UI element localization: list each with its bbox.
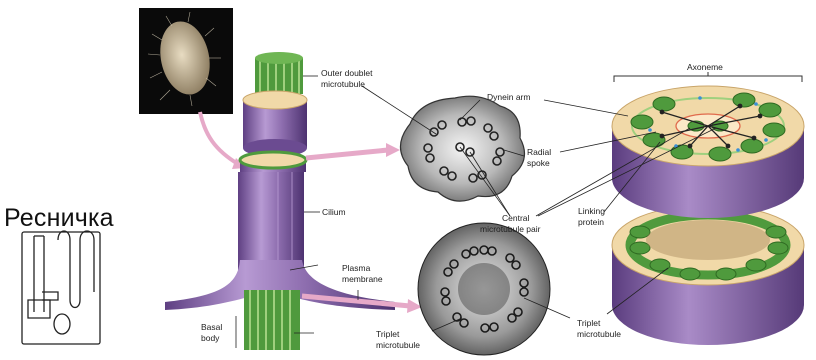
- label-basal-line2: body: [201, 333, 219, 343]
- em-axoneme-section: [400, 96, 524, 201]
- label-radial-line2: spoke: [527, 158, 550, 168]
- ciliate-photo: [139, 8, 233, 114]
- label-central-line1: Central: [502, 213, 529, 223]
- label-linking-line2: protein: [578, 217, 604, 227]
- label-dynein-arm: Dynein arm: [487, 92, 530, 102]
- label-triplet-right-line2: microtubule: [577, 329, 621, 339]
- label-cilium: Cilium: [322, 207, 346, 217]
- label-plasma-line1: Plasma: [342, 263, 370, 273]
- page-title: Ресничка: [4, 204, 114, 233]
- label-radial-line1: Radial: [527, 147, 551, 157]
- label-basal-line1: Basal: [201, 322, 222, 332]
- label-linking-line1: Linking: [578, 206, 605, 216]
- label-triplet-left-line1: Triplet: [376, 329, 399, 339]
- label-outer-doublet-line2: microtubule: [321, 79, 365, 89]
- label-triplet-right-line1: Triplet: [577, 318, 600, 328]
- label-triplet-left-line2: microtubule: [376, 340, 420, 350]
- label-outer-doublet-line1: Outer doublet: [321, 68, 373, 78]
- label-central-line2: microtubule pair: [480, 224, 540, 234]
- em-basal-section: [418, 223, 550, 355]
- label-plasma-line2: membrane: [342, 274, 383, 284]
- pink-arrow-icon: [200, 112, 238, 164]
- cilium-sketch: [22, 231, 100, 344]
- label-axoneme: Axoneme: [687, 62, 723, 72]
- axoneme-3d-model: [612, 72, 804, 345]
